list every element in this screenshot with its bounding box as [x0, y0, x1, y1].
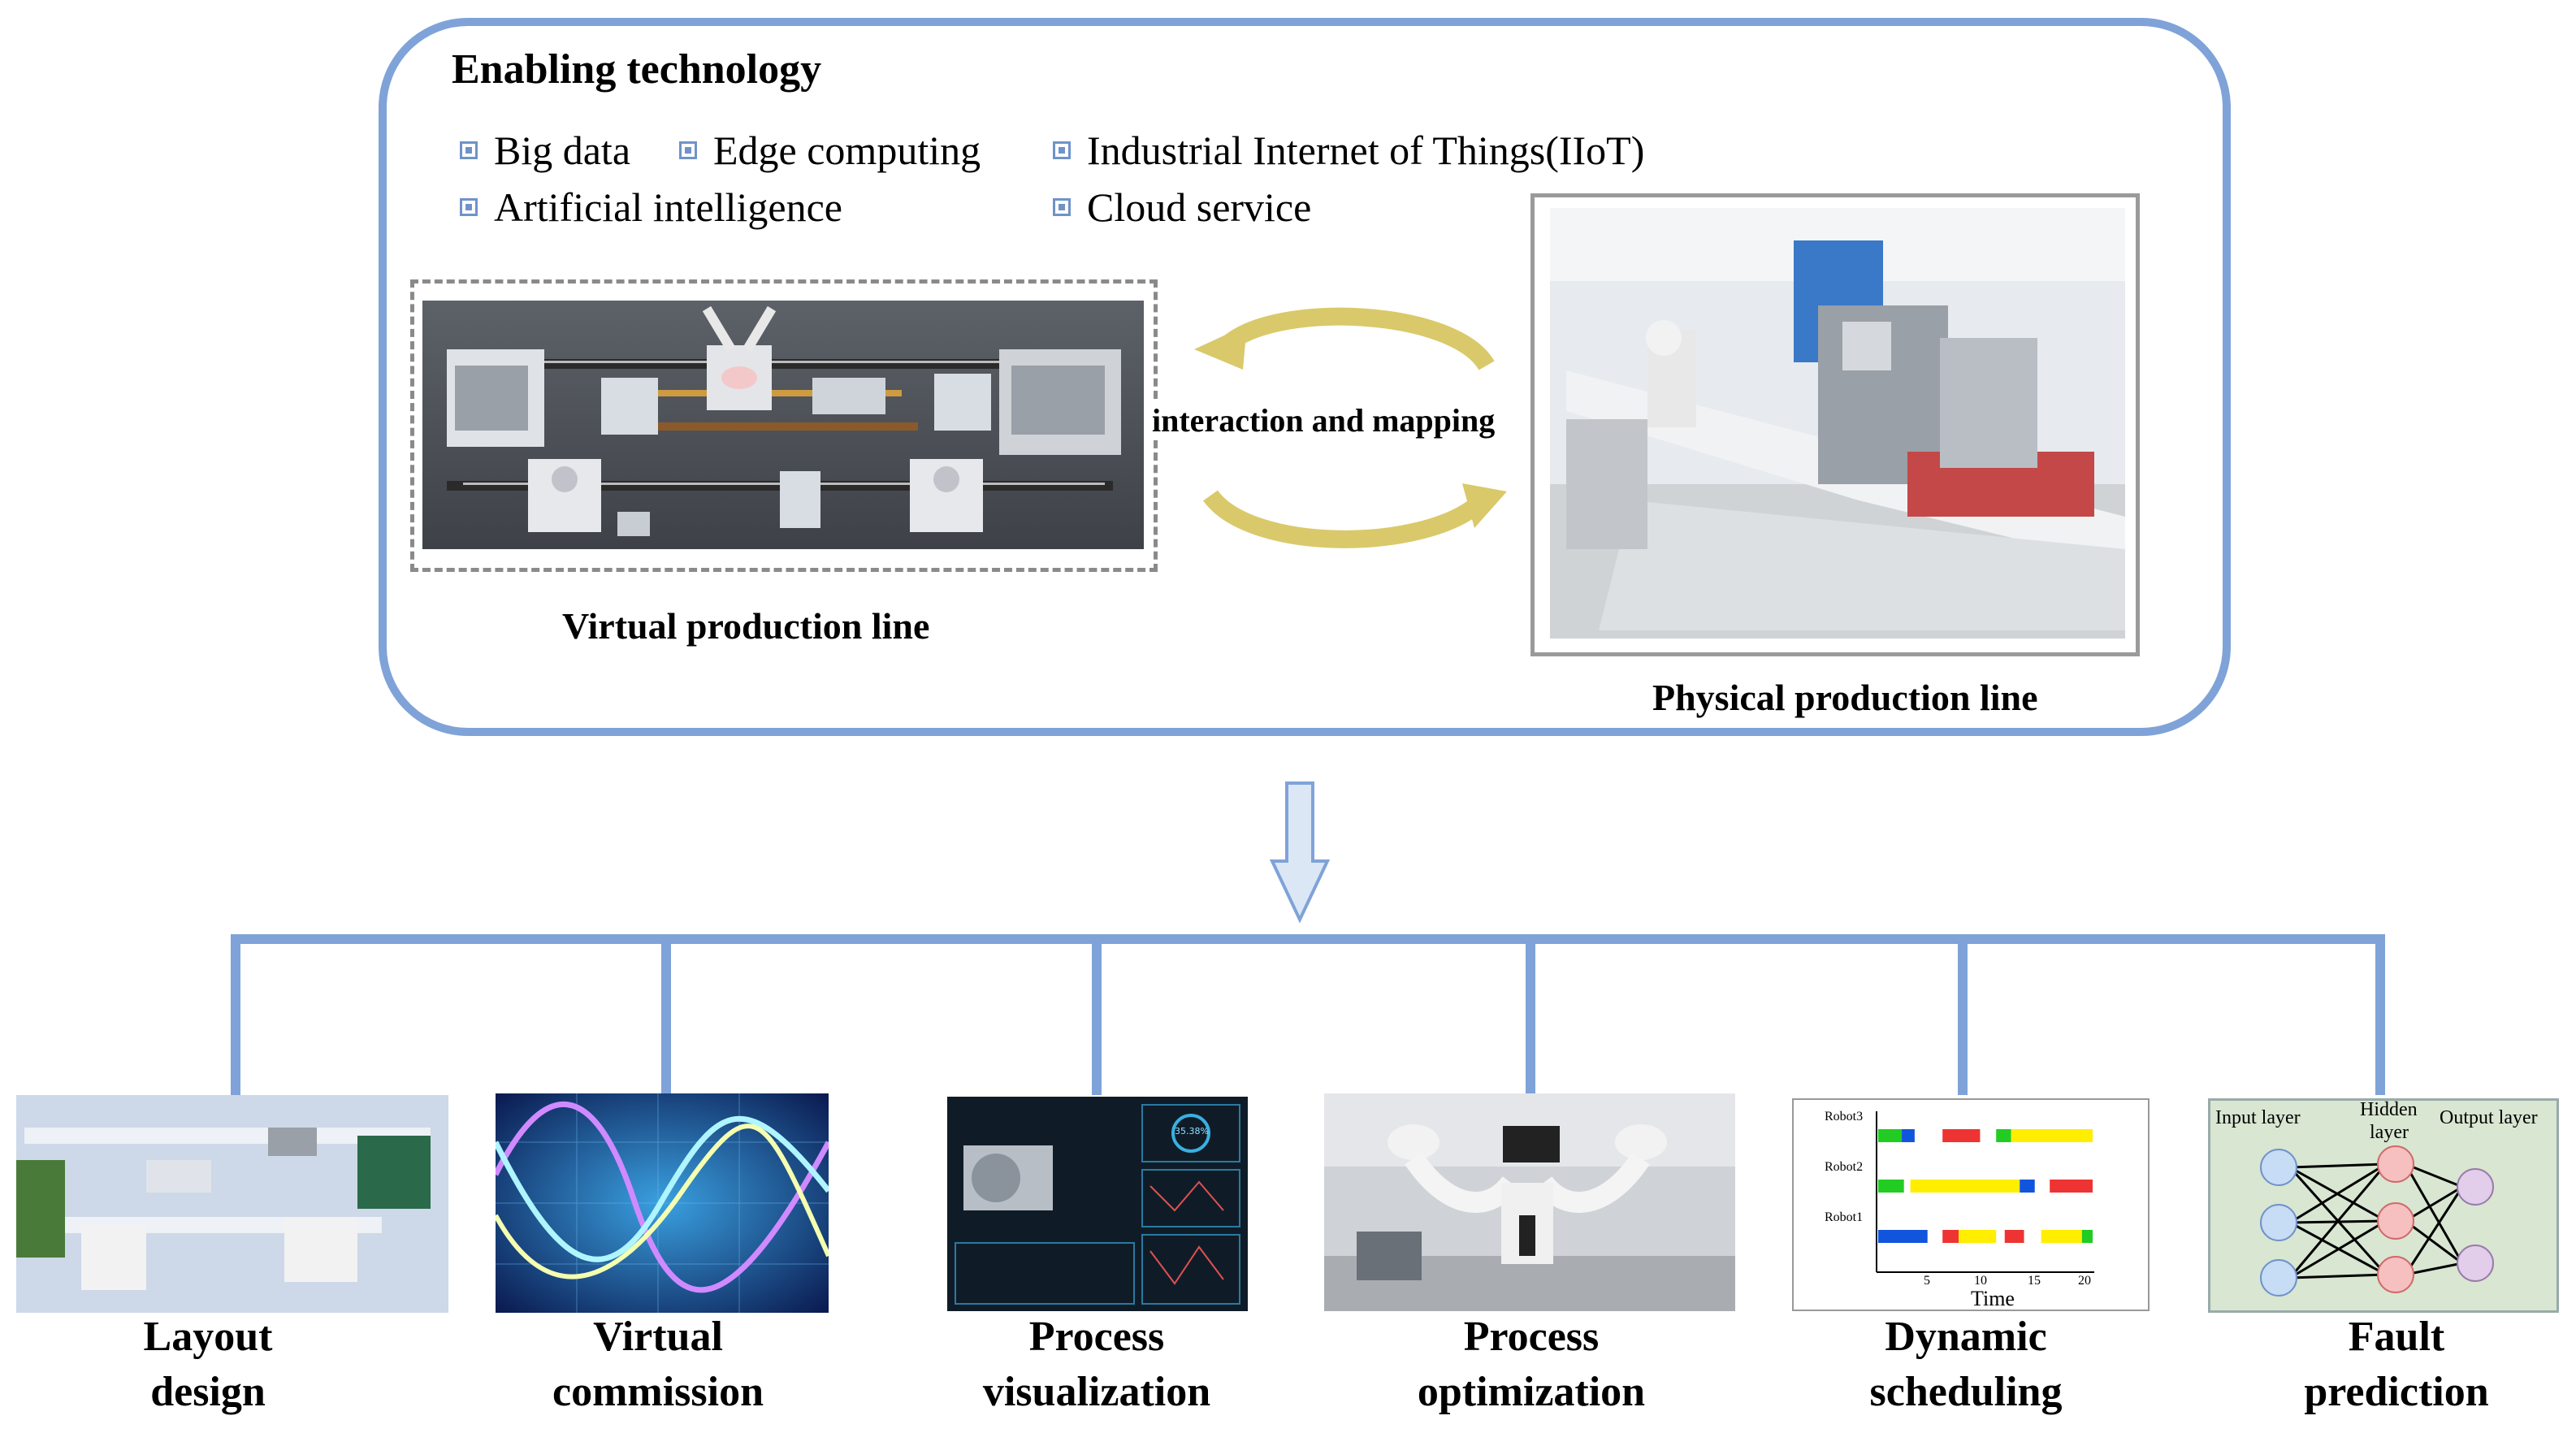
virtual-line-label: Virtual production line: [562, 605, 930, 647]
gantt-bar: [2004, 1230, 2024, 1243]
gantt-robot2: Robot2: [1825, 1160, 1864, 1174]
gauge-value: 35.38%: [1175, 1126, 1209, 1136]
virtual-production-line-image: [422, 301, 1144, 549]
bullet-icon: [679, 141, 697, 159]
gantt-tick-20: 20: [2078, 1274, 2091, 1288]
gantt-robot3: Robot3: [1825, 1110, 1864, 1123]
bullet-icon: [1053, 141, 1071, 159]
gantt-bar: [1878, 1129, 1903, 1142]
gantt-bar: [2011, 1129, 2093, 1142]
application-connector-tree: [231, 934, 2385, 1095]
nn-input-label: Input layer: [2215, 1107, 2301, 1128]
physical-production-line-image: [1550, 208, 2125, 639]
input-node: [2260, 1204, 2297, 1241]
gantt-robot1: Robot1: [1825, 1210, 1864, 1224]
physical-line-label: Physical production line: [1652, 677, 2038, 718]
gantt-tick-5: 5: [1924, 1274, 1930, 1288]
nn-output-label: Output layer: [2440, 1107, 2538, 1128]
bullet-icon: [1053, 198, 1071, 216]
tech-item-big-data: Big data: [460, 127, 630, 174]
enabling-technology-panel: [379, 18, 2231, 736]
gantt-bar: [1902, 1129, 1915, 1142]
gantt-bar: [1959, 1230, 1997, 1243]
gantt-bar: [1878, 1230, 1928, 1243]
bullet-icon: [460, 141, 478, 159]
output-node: [2457, 1245, 2494, 1282]
output-node: [2457, 1168, 2494, 1206]
gantt-bar: [2041, 1230, 2082, 1243]
gantt-tick-10: 10: [1974, 1274, 1987, 1288]
interaction-label: interaction and mapping: [1152, 401, 1496, 439]
gantt-bar: [1942, 1129, 1981, 1142]
arrow-left-icon: [1194, 325, 1247, 370]
gantt-bar: [2081, 1230, 2093, 1243]
gantt-bar: [2020, 1180, 2035, 1193]
hidden-node: [2377, 1145, 2414, 1183]
fault-prediction-network: Input layer Hidden layer Output layer: [2208, 1098, 2559, 1313]
dynamic-scheduling-chart: Robot3 Robot2 Robot1 5 10 15 20 Time: [1792, 1098, 2150, 1311]
tech-item-cloud: Cloud service: [1053, 184, 1311, 231]
gantt-bar: [2050, 1180, 2093, 1193]
gantt-bar: [1942, 1230, 1959, 1243]
tech-item-iiot: Industrial Internet of Things(IIoT): [1053, 127, 1644, 174]
nn-hidden-label-2: layer: [2370, 1122, 2409, 1143]
process-optimization-image: [1324, 1093, 1735, 1311]
input-node: [2260, 1259, 2297, 1297]
input-node: [2260, 1149, 2297, 1186]
tech-item-edge-computing: Edge computing: [679, 127, 981, 174]
enabling-technology-title: Enabling technology: [452, 46, 822, 93]
arrow-right-icon: [1462, 483, 1507, 528]
nn-hidden-label-1: Hidden: [2360, 1099, 2418, 1120]
gantt-bar: [1878, 1180, 1904, 1193]
gantt-xlabel: Time: [1971, 1287, 2015, 1310]
virtual-commission-image: [496, 1093, 829, 1313]
tech-item-ai: Artificial intelligence: [460, 184, 842, 231]
process-visualization-image: 35.38%: [947, 1097, 1248, 1311]
down-arrow-icon: [1269, 781, 1331, 924]
hidden-node: [2377, 1202, 2414, 1240]
layout-design-image: [16, 1095, 448, 1313]
hidden-node: [2377, 1256, 2414, 1293]
gantt-bar: [1910, 1180, 2020, 1193]
bullet-icon: [460, 198, 478, 216]
interaction-arrows: [1194, 307, 1507, 548]
gantt-bar: [1996, 1129, 2011, 1142]
gantt-tick-15: 15: [2028, 1274, 2041, 1288]
